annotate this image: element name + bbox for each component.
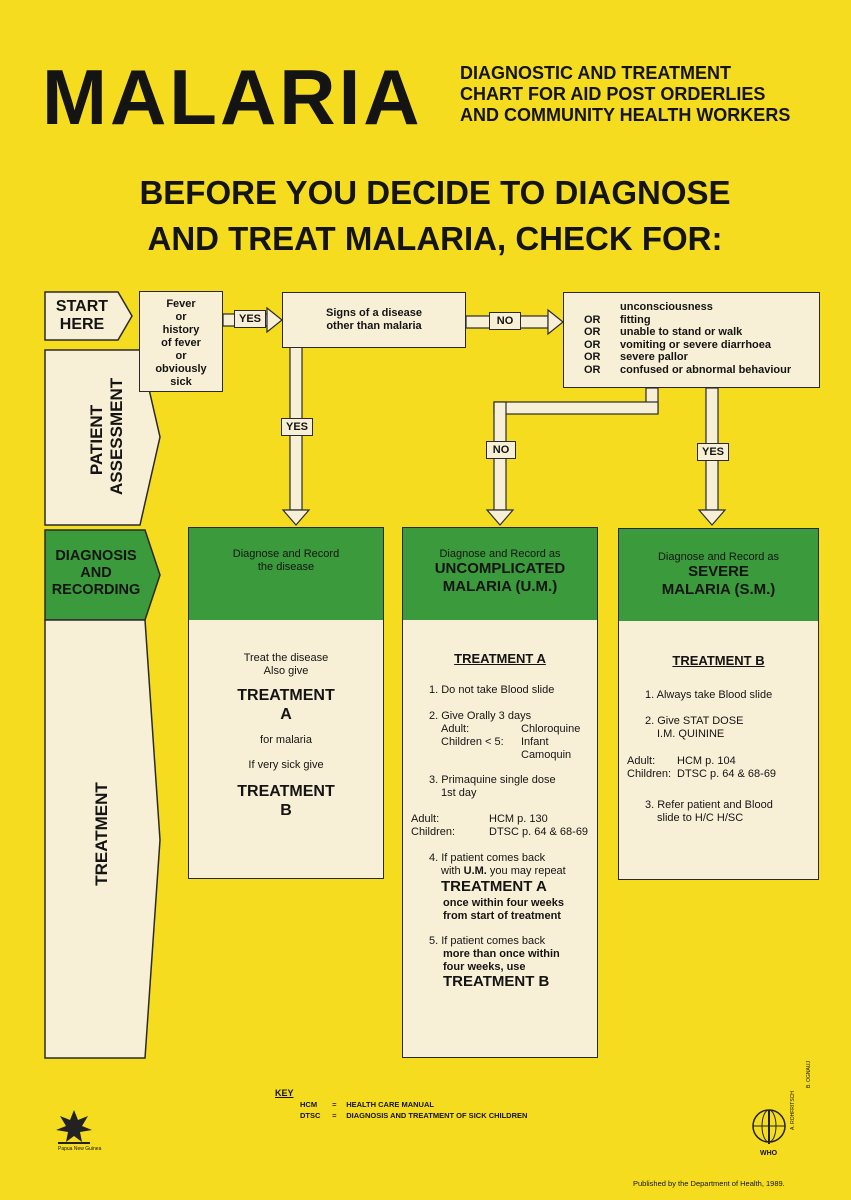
column-disease: Diagnose and Record the disease Treat th… [188,527,384,879]
danger-sign-or: OR [584,326,601,338]
danger-sign-item: OR vomiting or severe diarrhoea [584,339,819,352]
png-emblem-icon [56,1110,92,1144]
column-uncomplicated: Diagnose and Record as UNCOMPLICATED MAL… [402,527,598,1058]
danger-sign-item: OR unable to stand or walk [584,326,819,339]
danger-sign-text: confused or abnormal behaviour [620,363,792,376]
no-tag-signs: NO [489,312,521,330]
start-here-label: START HERE [55,298,109,333]
danger-sign-item: OR fitting [584,314,819,327]
yes-tag-fever: YES [234,310,266,328]
published-by: Published by the Department of Health, 1… [633,1179,785,1188]
key-title: KEY [275,1088,294,1098]
yes-tag-danger: YES [697,443,729,461]
column-uncomplicated-header: Diagnose and Record as UNCOMPLICATED MAL… [403,528,597,620]
danger-sign-text: unconsciousness [620,301,713,313]
danger-sign-or: OR [584,313,601,326]
treatment-a-heading: TREATMENT A [454,651,546,666]
danger-sign-or [584,301,620,314]
start-arrow-shape [44,291,133,341]
key-row-hcm: HCM = HEALTH CARE MANUAL [300,1100,434,1109]
treatment-shape [44,619,161,1059]
credit-2: B. OGNAUJ [806,1061,812,1088]
poster-subtitle: DIAGNOSTIC AND TREATMENT CHART FOR AID P… [460,63,791,125]
danger-sign-text: fitting [620,313,651,326]
who-emblem-icon [752,1109,786,1144]
danger-sign-item: OR severe pallor [584,351,819,364]
danger-sign-item: unconsciousness [584,301,819,314]
fever-box: Fever or history of fever or obviously s… [139,291,223,392]
diagnosis-shape [44,529,161,621]
treatment-side-label: TREATMENT [92,782,111,886]
danger-sign-or: OR [584,338,601,351]
danger-sign-item: OR confused or abnormal behaviour [584,364,819,377]
danger-sign-text: severe pallor [620,351,688,363]
diagnosis-recording-label: DIAGNOSIS AND RECORDING [51,548,141,598]
treatment-b-heading: TREATMENT B [672,653,765,668]
key-row-dtsc: DTSC = DIAGNOSIS AND TREATMENT OF SICK C… [300,1111,528,1120]
png-caption: Papua New Guinea [58,1146,102,1152]
patient-assessment-label: PATIENT ASSESSMENT [87,377,126,495]
credit-1: A. ROHFRITSCH [790,1091,796,1130]
column-disease-header: Diagnose and Record the disease [189,528,383,620]
danger-sign-or: OR [584,351,601,363]
column-severe: Diagnose and Record as SEVERE MALARIA (S… [618,528,819,880]
poster-title: MALARIA [42,53,423,141]
danger-sign-text: vomiting or severe diarrhoea [620,338,771,351]
danger-sign-or: OR [584,363,601,376]
danger-sign-text: unable to stand or walk [620,326,743,338]
signs-box: Signs of a disease other than malaria [282,292,466,348]
yes-tag-signs: YES [281,418,313,436]
check-heading: BEFORE YOU DECIDE TO DIAGNOSE AND TREAT … [139,174,731,257]
assessment-shape [44,349,161,526]
no-tag-danger: NO [486,441,516,459]
column-severe-header: Diagnose and Record as SEVERE MALARIA (S… [619,529,818,621]
who-label: WHO [760,1150,778,1157]
